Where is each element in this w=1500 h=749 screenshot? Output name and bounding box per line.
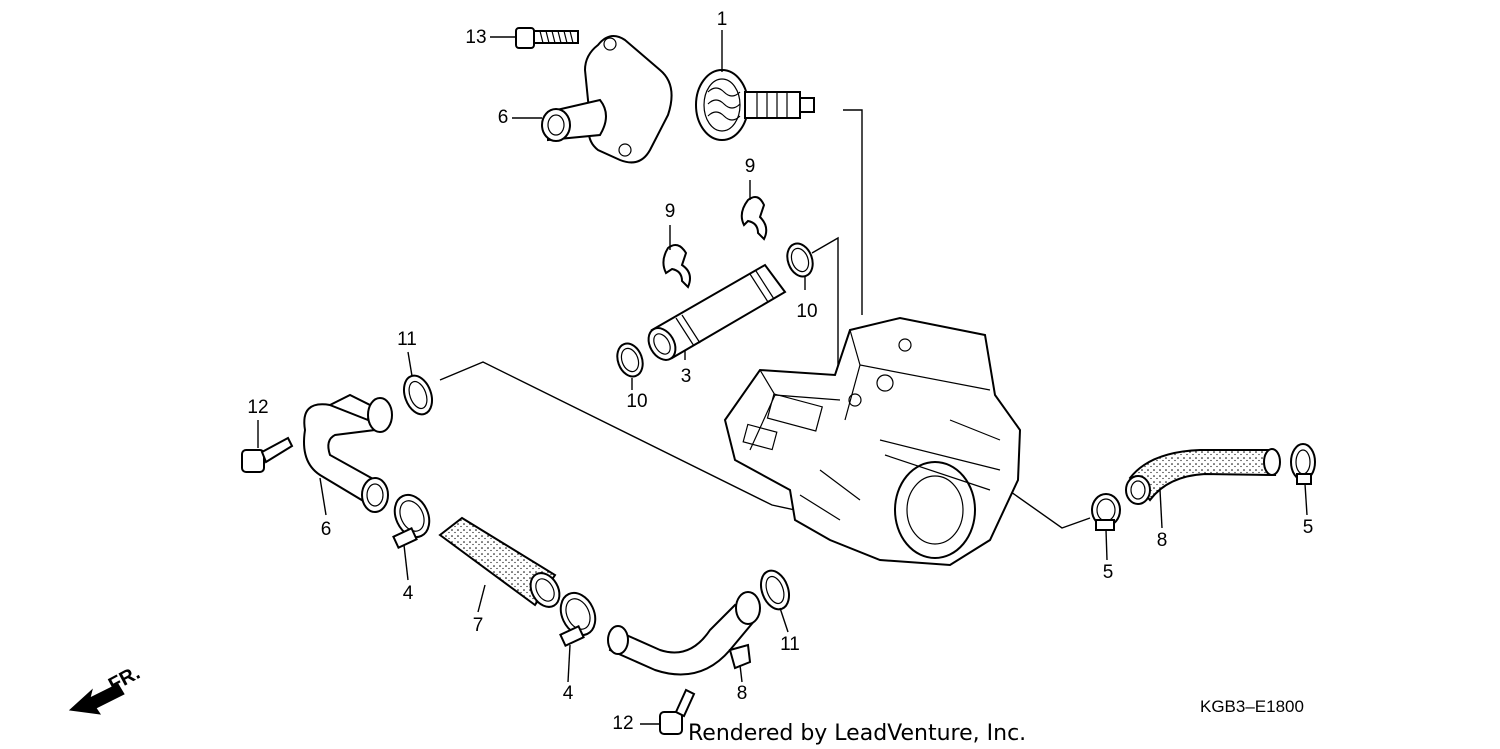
- water-pipe-part-3[interactable]: [643, 263, 787, 365]
- callout-13[interactable]: 13: [465, 27, 486, 48]
- thermostat-cover-part-2[interactable]: [541, 35, 673, 164]
- hose-clamp-part-4-upper[interactable]: [388, 489, 436, 549]
- callout-4-upper[interactable]: 4: [403, 583, 414, 604]
- callout-9-left[interactable]: 9: [665, 201, 676, 222]
- hose-clamp-part-4-lower[interactable]: [554, 587, 602, 647]
- callout-10-lower[interactable]: 10: [626, 391, 647, 412]
- front-direction-indicator: FR.: [68, 662, 144, 715]
- front-arrow-icon: [68, 683, 125, 715]
- callout-6-upper[interactable]: 6: [321, 519, 332, 540]
- callout-numbers: 13 6 1 9 9 10 3 10 11 12 6 4 7 4 11 8 12…: [247, 9, 1313, 734]
- hose-clamp-part-5-left[interactable]: [1091, 493, 1121, 531]
- o-ring-part-11-upper[interactable]: [399, 372, 437, 418]
- clip-part-9-left[interactable]: [662, 243, 691, 289]
- bolt-part-13[interactable]: [515, 27, 579, 49]
- callout-2[interactable]: 6: [498, 107, 509, 128]
- callout-12-upper[interactable]: 12: [247, 397, 268, 418]
- callout-11-lower[interactable]: 11: [780, 634, 800, 655]
- engine-assembly: [723, 316, 1022, 567]
- callout-10-upper[interactable]: 10: [796, 301, 817, 322]
- callout-3[interactable]: 3: [681, 366, 692, 387]
- thermostat-part-1[interactable]: [695, 69, 815, 141]
- callout-8[interactable]: 8: [1157, 530, 1168, 551]
- water-hose-part-7[interactable]: [438, 516, 565, 612]
- callout-1[interactable]: 1: [717, 9, 728, 30]
- callout-6-lower[interactable]: 8: [737, 683, 748, 704]
- callout-5-left[interactable]: 5: [1103, 562, 1114, 583]
- clip-part-9-right[interactable]: [740, 195, 768, 241]
- diagram-code: KGB3–E1800: [1200, 697, 1304, 716]
- bolt-part-12-lower[interactable]: [659, 688, 696, 735]
- callout-11-upper[interactable]: 11: [397, 329, 417, 350]
- callout-9-right[interactable]: 9: [745, 156, 756, 177]
- o-ring-part-11-lower[interactable]: [756, 567, 794, 613]
- water-hose-part-8[interactable]: [1125, 448, 1281, 505]
- hose-clamp-part-5-right[interactable]: [1290, 443, 1316, 485]
- o-ring-part-10-upper[interactable]: [783, 240, 817, 280]
- callout-12-lower[interactable]: 12: [612, 713, 633, 734]
- water-joint-pipe-part-6-lower[interactable]: [607, 591, 761, 676]
- render-credit: Rendered by LeadVenture, Inc.: [688, 721, 1026, 746]
- water-joint-pipe-part-6-upper[interactable]: [303, 393, 393, 513]
- bolt-part-12-upper[interactable]: [241, 436, 294, 473]
- o-ring-part-10-lower[interactable]: [613, 340, 647, 380]
- callout-leaders: [257, 30, 1308, 725]
- callout-4-lower[interactable]: 4: [563, 683, 574, 704]
- callout-5-right[interactable]: 5: [1303, 517, 1314, 538]
- callout-7[interactable]: 7: [473, 615, 484, 636]
